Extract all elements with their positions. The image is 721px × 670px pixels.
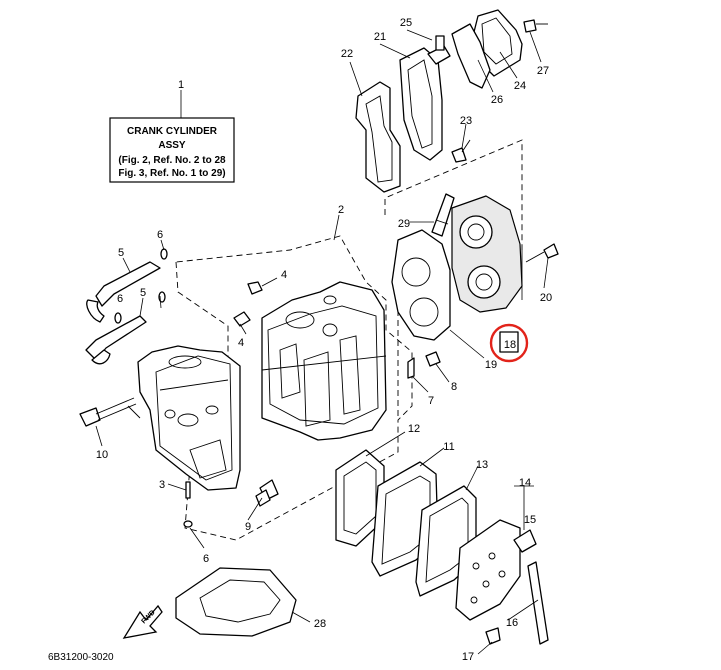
callout-5b: 5 (140, 287, 146, 299)
callout-2: 2 (338, 204, 344, 216)
assembly-line-1: CRANK CYLINDER (127, 126, 218, 137)
callout-18: 18 (504, 339, 516, 351)
red-circle-marker (489, 323, 529, 363)
gasket-22 (355, 81, 401, 193)
callout-4a: 4 (281, 269, 287, 281)
head-group-outline (384, 139, 523, 250)
callout-8: 8 (451, 381, 457, 393)
gasket-21 (399, 47, 443, 161)
callout-28: 28 (314, 618, 326, 630)
callout-numbers: 1 2 3 4 4 5 5 6 6 6 7 8 9 10 11 12 13 14… (96, 17, 552, 663)
hose-16 (527, 561, 549, 645)
callout-19: 19 (485, 359, 497, 371)
callout-25: 25 (400, 17, 412, 29)
callout-6b: 6 (117, 293, 123, 305)
callout-27: 27 (537, 65, 549, 77)
callout-21: 21 (374, 31, 386, 43)
head-gasket-19 (391, 229, 451, 341)
cover-14 (455, 519, 521, 621)
assembly-line-2: ASSY (158, 140, 186, 151)
cylinder-block (261, 281, 387, 441)
callout-22: 22 (341, 48, 353, 60)
hoses (85, 257, 161, 365)
callout-26: 26 (491, 94, 503, 106)
bolt-17 (485, 627, 501, 645)
callout-23: 23 (460, 115, 472, 127)
highlighted-callout-18[interactable]: 18 (489, 323, 529, 363)
bolt-23 (451, 139, 471, 163)
bolt-20 (525, 243, 559, 263)
forward-arrow-icon: FWD (122, 604, 163, 639)
assembly-label: CRANK CYLINDER ASSY (Fig. 2, Ref. No. 2 … (109, 90, 235, 183)
callout-15: 15 (524, 514, 536, 526)
cylinder-head-18 (451, 195, 523, 353)
fitting-15 (513, 529, 537, 553)
gasket-26 (451, 23, 491, 89)
callout-9: 9 (245, 521, 251, 533)
callout-4b: 4 (238, 337, 244, 349)
assembly-line-3: (Fig. 2, Ref. No. 2 to 28 (118, 155, 226, 166)
callout-5a: 5 (118, 247, 124, 259)
callout-6a: 6 (157, 229, 163, 241)
crankcase-half (137, 345, 241, 491)
spark-plug-29 (431, 193, 455, 237)
callout-20: 20 (540, 292, 552, 304)
callout-3: 3 (159, 479, 165, 491)
leader-lines (95, 29, 549, 655)
callout-17: 17 (462, 651, 474, 663)
gasket-28 (175, 567, 297, 637)
callout-10: 10 (96, 449, 108, 461)
callout-14: 14 (519, 477, 531, 489)
fitting-25 (427, 35, 451, 65)
callout-1: 1 (178, 79, 184, 91)
assembly-line-4: Fig. 3, Ref. No. 1 to 29) (118, 168, 225, 179)
diagram-code: 6B31200-3020 (48, 652, 114, 663)
callout-12: 12 (408, 423, 420, 435)
callout-6c: 6 (203, 553, 209, 565)
bolt-27 (523, 19, 548, 33)
callout-13: 13 (476, 459, 488, 471)
callout-24: 24 (514, 80, 526, 92)
callout-11: 11 (443, 441, 454, 453)
callout-29: 29 (398, 218, 410, 230)
callout-7: 7 (428, 395, 434, 407)
callout-16: 16 (506, 617, 518, 629)
